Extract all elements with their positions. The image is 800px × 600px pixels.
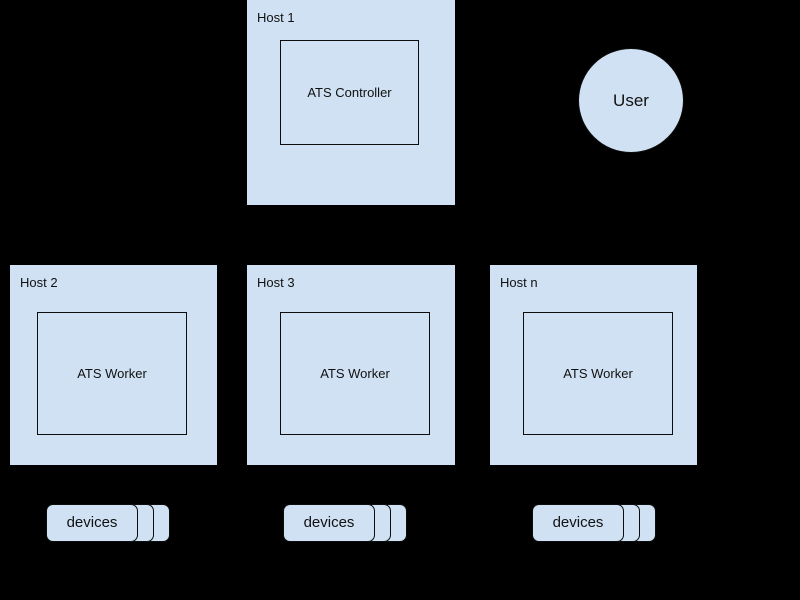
devices-card-front[interactable]: devices xyxy=(46,504,138,542)
service-label-ats-worker-1: ATS Worker xyxy=(77,365,147,381)
actor-label-user: User xyxy=(613,90,649,110)
devices-stack-worker-n[interactable]: devices xyxy=(532,504,656,542)
service-label-ats-worker-2: ATS Worker xyxy=(320,365,390,381)
service-box-ats-controller[interactable]: ATS Controller xyxy=(280,40,419,145)
devices-stack-worker-2[interactable]: devices xyxy=(283,504,407,542)
devices-card-front[interactable]: devices xyxy=(532,504,624,542)
host-label-worker-n: Host n xyxy=(500,275,538,290)
host-label-worker-2: Host 3 xyxy=(257,275,295,290)
host-box-controller[interactable]: Host 1 ATS Controller xyxy=(247,0,455,205)
host-box-worker-2[interactable]: Host 3 ATS Worker xyxy=(247,265,455,465)
service-box-ats-worker-2[interactable]: ATS Worker xyxy=(280,312,430,435)
service-box-ats-worker-1[interactable]: ATS Worker xyxy=(37,312,187,435)
devices-label-worker-2: devices xyxy=(303,514,355,531)
actor-user[interactable]: User xyxy=(578,48,684,153)
devices-label-worker-n: devices xyxy=(552,514,604,531)
host-box-worker-n[interactable]: Host n ATS Worker xyxy=(490,265,697,465)
host-box-worker-1[interactable]: Host 2 ATS Worker xyxy=(10,265,217,465)
devices-card-front[interactable]: devices xyxy=(283,504,375,542)
host-label-worker-1: Host 2 xyxy=(20,275,58,290)
service-label-ats-worker-n: ATS Worker xyxy=(563,365,633,381)
host-label-controller: Host 1 xyxy=(257,10,295,25)
service-box-ats-worker-n[interactable]: ATS Worker xyxy=(523,312,673,435)
service-label-ats-controller: ATS Controller xyxy=(307,84,392,100)
devices-stack-worker-1[interactable]: devices xyxy=(46,504,170,542)
devices-label-worker-1: devices xyxy=(66,514,118,531)
